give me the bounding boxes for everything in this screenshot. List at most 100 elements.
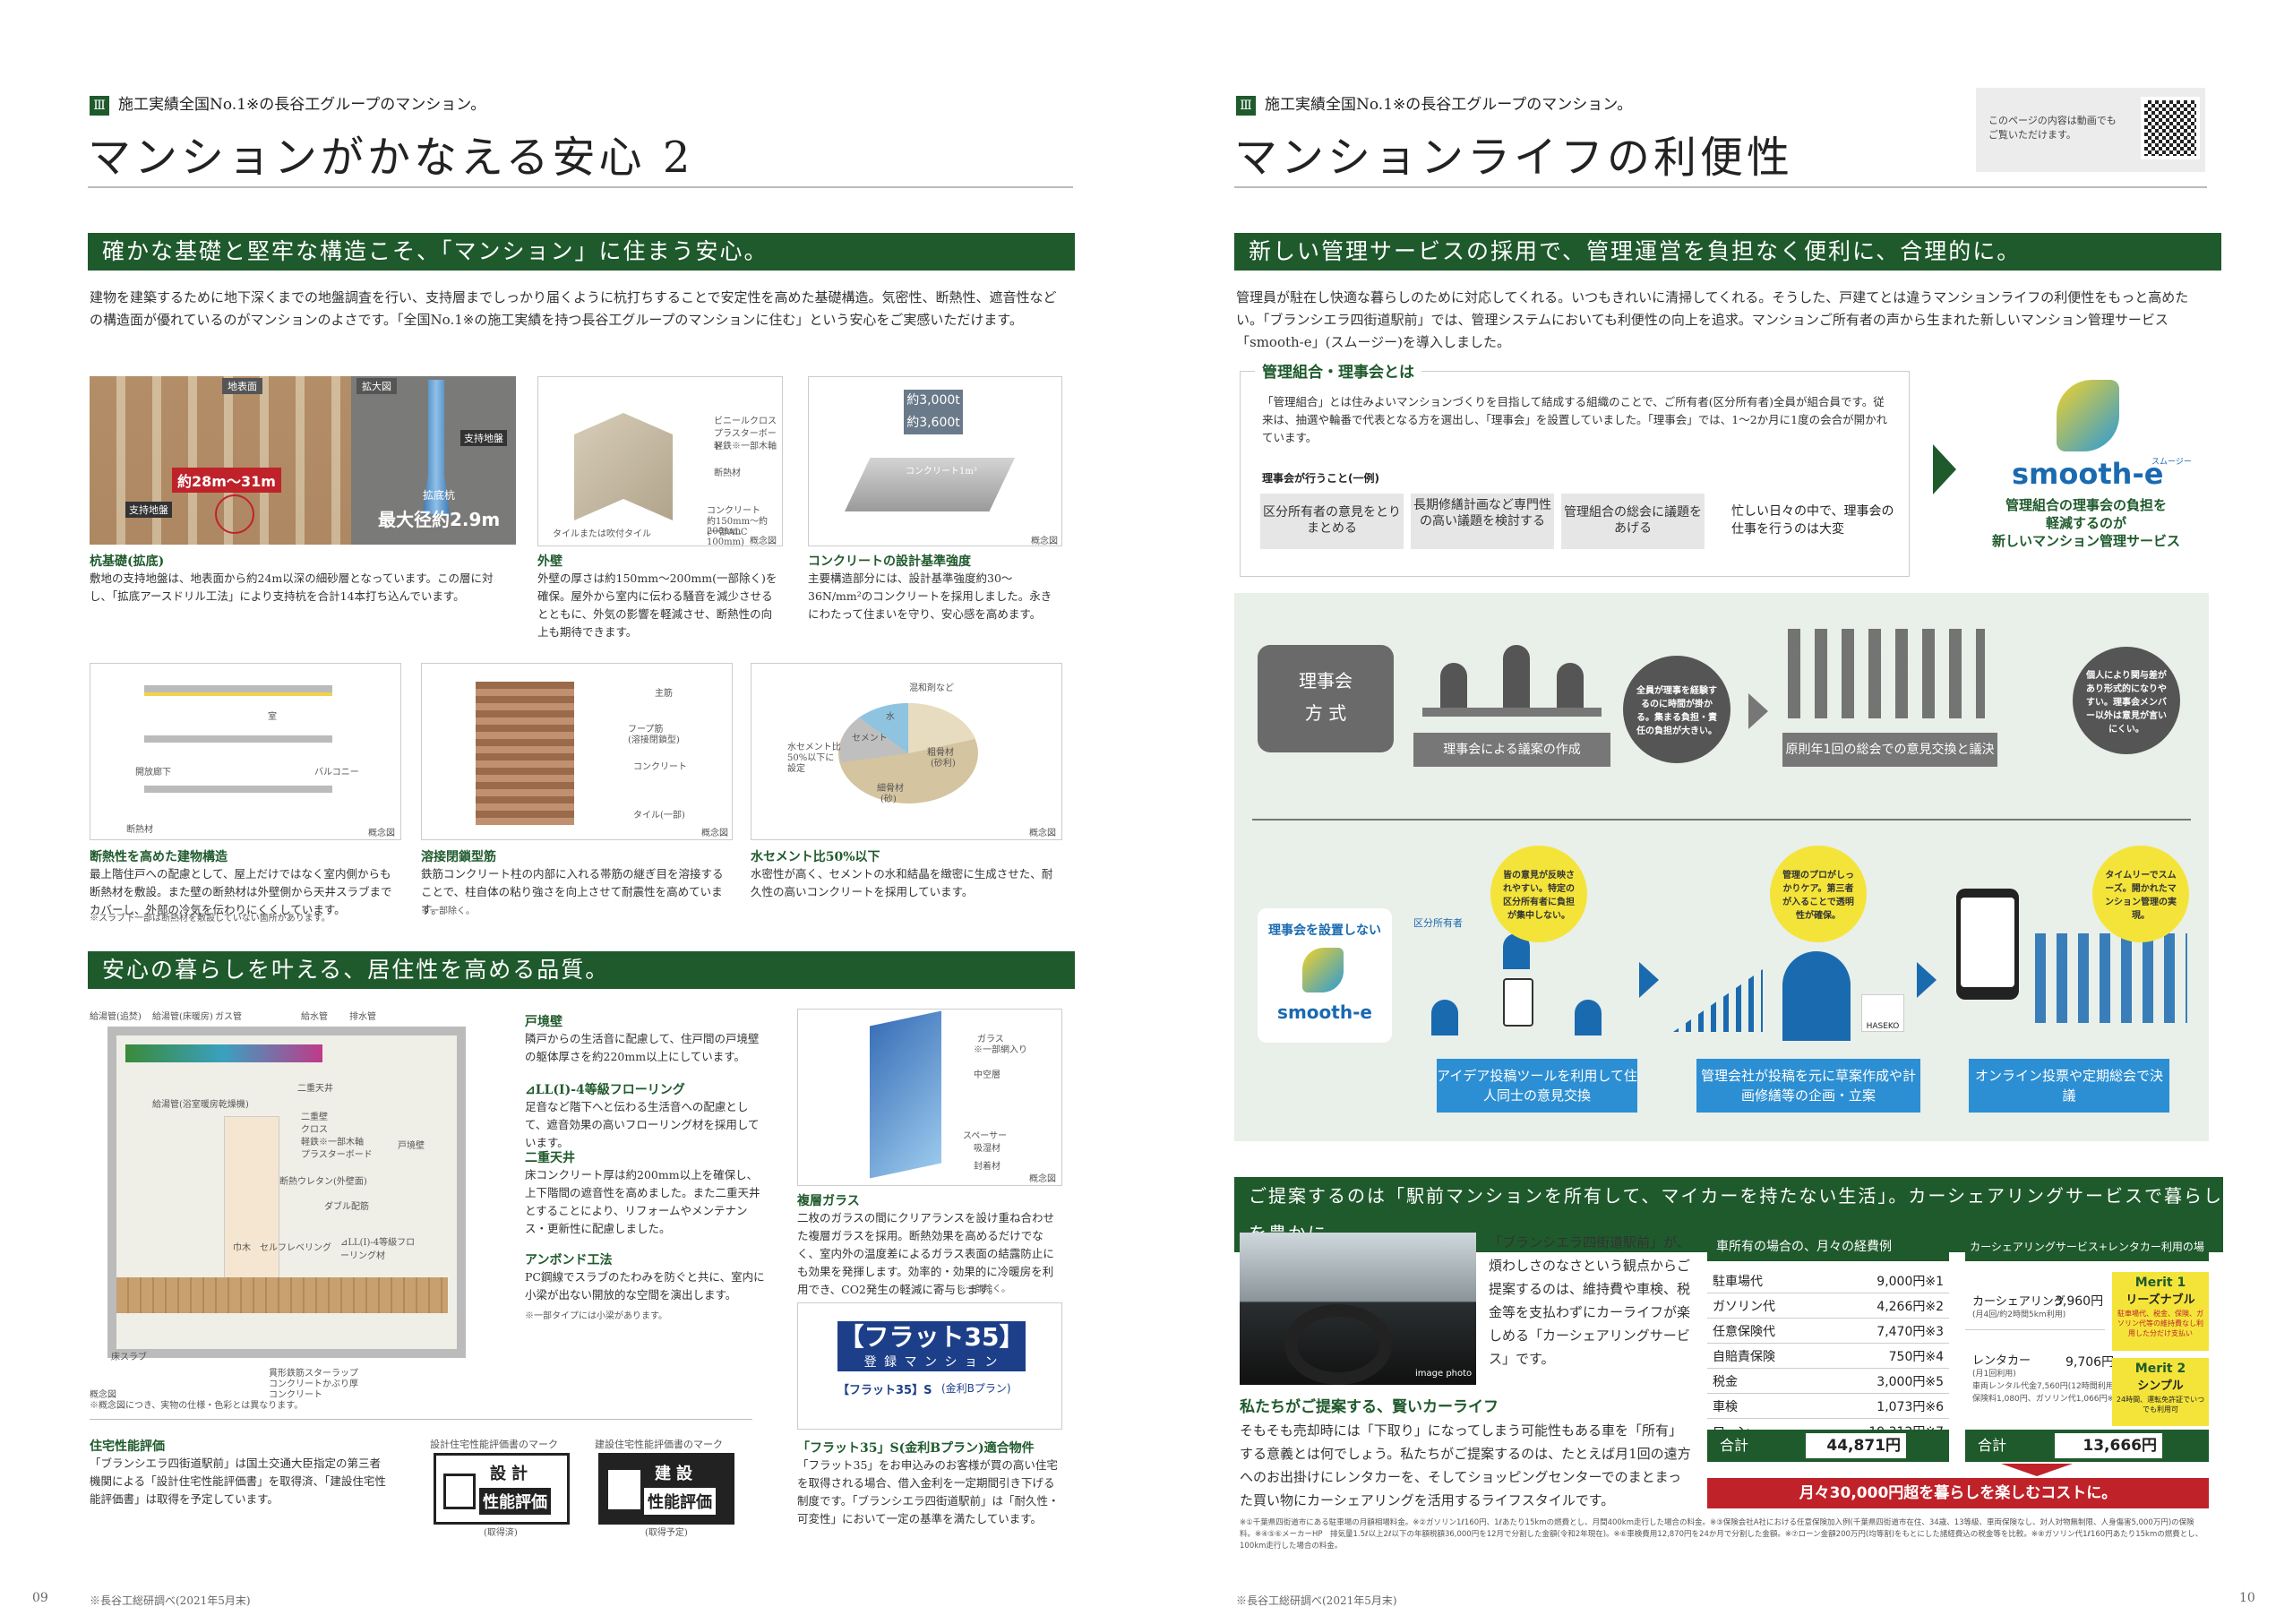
page-number-right: 10 [2239, 1591, 2255, 1605]
smooth-desc-1: 管理組合の理事会の負担を [2005, 497, 2167, 513]
growth-chart-graphic [1673, 969, 1763, 1032]
photo-caption: image photo [1415, 1369, 1473, 1379]
own-cost-item: 任意保険代 [1707, 1318, 1819, 1344]
rebar-figure: 主筋 フープ筋 (溶接閉鎖型) コンクリート タイル(一部) 概念図 [421, 663, 733, 840]
own-cost-item: 自賠責保険 [1707, 1343, 1819, 1369]
merit2-no: Merit 2 [2134, 1362, 2186, 1376]
pie-label-3: セメント [852, 734, 888, 743]
qr-text-2[interactable]: ご覧いただけます。 [1988, 129, 2076, 141]
new-bubble-1: 皆の意見が反映されやすい。特定の区分所有者に負担が集中しない。 [1490, 846, 1587, 942]
sec-top-3: ガス管 [215, 1012, 242, 1022]
section-tag-text: 施工実績全国No.1※の長谷工グループのマンション。 [118, 96, 486, 114]
wall-label-6: 約150mm〜約200mm [707, 517, 769, 537]
ground-label: 地表面 [222, 378, 262, 394]
old-bubble-1: 全員が理事を経験するのに時間が掛かる。集まる負担・責任の負担が大きい。 [1623, 656, 1730, 763]
rebar-label-4: コンクリート [633, 762, 687, 772]
pie-label-1: 混和剤など [909, 683, 954, 693]
own-total-row: 合計 44,871円 [1707, 1430, 1949, 1462]
section-bar-quality: 安心の暮らしを叶える、居住性を高める品質。 [88, 951, 1075, 989]
new-label: 理事会を設置しない [1268, 924, 1381, 938]
car-interior-photo: image photo [1240, 1233, 1476, 1385]
insulation-figure: 開放廊下 室 バルコニー 断熱材 概念図 [90, 663, 401, 840]
wall-caption: 外壁 [537, 554, 563, 569]
wall-figure: ビニールクロス プラスターボード 軽鉄※一部木軸 断熱材 コンクリート 約150… [537, 376, 783, 547]
pie-label-6: 細骨材 [877, 784, 904, 794]
diagram-divider [1252, 819, 2191, 821]
qr-text-1: このページの内容は動画でも [1988, 115, 2117, 126]
support-label-2: 支持地盤 [125, 502, 172, 518]
flat35-caption: 「フラット35」S(金利Bプラン)適合物件 [797, 1441, 1035, 1456]
merit2-title: シンプル [2137, 1379, 2184, 1393]
share-total-value: 13,666円 [2055, 1433, 2162, 1458]
glass-label-2: ※一部網入り [974, 1045, 1027, 1055]
rebar-text: 鉄筋コンクリート柱の内部に入れる帯筋の継ぎ目を溶接することで、柱自体の粘り強さを… [421, 867, 724, 916]
share-row-2-val: 9,706円 [2065, 1355, 2115, 1370]
perf-mark1-perf: 性能評価 [479, 1488, 551, 1515]
new-bubble-2: 管理のプロがしっかりケア。第三者が入ることで透明性が確保。 [1770, 846, 1867, 942]
new-method-label: 理事会を設置しない smooth-e [1258, 908, 1392, 1043]
concrete-unit: コンクリート1m³ [906, 467, 977, 477]
car-head: 私たちがご提案する、賢いカーライフ [1240, 1398, 1499, 1416]
concrete-caption: コンクリートの設計基準強度 [808, 554, 971, 569]
car-body: そもそも売却時には「下取り」になってしまう可能性もある車を「所有」する意義とは何… [1240, 1422, 1691, 1508]
sec-label-13: 床スラブ [111, 1353, 147, 1362]
car-text: 「ブランシエラ四街道駅前」が、煩わしさのなさという観点からご提案するのは、維持費… [1489, 1234, 1691, 1367]
glass-label-3: 中空層 [974, 1070, 1001, 1080]
smooth-e-logo: smooth-e [2012, 457, 2164, 491]
own-cost-value: 3,000円※5 [1818, 1368, 1949, 1394]
sec-label-12: ⊿LL(I)-4等級フローリング材 [340, 1238, 416, 1261]
share-total-label: 合計 [1978, 1437, 2007, 1454]
wall-label-8: タイルまたは吹付タイル [553, 529, 651, 539]
spec-sub-4: ※一部タイプには小梁があります。 [525, 1311, 667, 1321]
depth-label: 約28m〜31m [172, 468, 281, 493]
kanri-text: 「管理組合」とは住みよいマンションづくりを目指して結成する組織のことで、ご所有者… [1262, 395, 1888, 444]
concrete-block-graphic [845, 458, 1015, 511]
pie-label-8: 水セメント比 [787, 743, 841, 752]
kanri-title: 管理組合・理事会とは [1255, 359, 1421, 382]
smooth-desc-2: 軽減するのが [2045, 515, 2126, 531]
own-cost-item: ガソリン代 [1707, 1293, 1819, 1319]
sec-label-14: 貫形鉄筋スターラップ [269, 1369, 358, 1379]
zoom-circle [215, 494, 254, 534]
sec-label-15: コンクリートかぶり厚 [269, 1379, 358, 1389]
own-cost-item: 税金 [1707, 1368, 1819, 1394]
flat35-title: 【フラット35】 [838, 1322, 1025, 1352]
smooth-e-kana: スムージー [2151, 458, 2192, 467]
footnote-left: ※長谷工総研調べ(2021年5月末) [90, 1594, 251, 1607]
concrete-note: 概念図 [1031, 537, 1058, 546]
glass-sub: ※一部除く。 [957, 1285, 1010, 1294]
sec-label-4: クロス [301, 1125, 328, 1135]
merit2-text: 24時間、運転免許証でいつでも利用可 [2116, 1396, 2205, 1413]
arrow-right-icon [1639, 962, 1659, 998]
perf-rule [90, 1419, 752, 1420]
new-step-3: オンライン投票や定期総会で決議 [1969, 1059, 2169, 1113]
spec-text-3: 床コンクリート厚は約200mm以上を確保し、上下階間の遮音性を高めました。また二… [525, 1168, 760, 1235]
arrow-right-icon [1748, 693, 1768, 729]
sec-top-2: 給湯管(床暖房) [152, 1012, 213, 1022]
rebar-label-2: フープ筋 [628, 725, 664, 735]
perf-mark-design: 設計 性能評価 [434, 1453, 570, 1525]
rebar-column-graphic [476, 682, 574, 825]
sec-label-8: 断熱ウレタン(外壁面) [279, 1177, 367, 1187]
insul-note: 概念図 [368, 829, 395, 838]
pie-text: 水密性が高く、セメントの水和結晶を緻密に生成させた、耐久性の高いコンクリートを採… [751, 867, 1053, 898]
sec-label-10: 巾木 [233, 1243, 251, 1253]
diameter-label: 最大径約2.9m [378, 509, 501, 530]
own-total-value: 44,871円 [1806, 1433, 1906, 1458]
comparison-diagram: 理事会 方 式 理事会による議案の作成 全員が理事を経験するのに時間が掛かる。集… [1234, 593, 2209, 1141]
qr-code-icon[interactable] [2141, 97, 2200, 159]
intro-text: 建物を建築するために地下深くまでの地盤調査を行い、支持層までしっかり届くように杭… [90, 289, 1057, 328]
share-row-2-sub2: 車両レンタル代金7,560円(12時間利用) [1972, 1382, 2117, 1391]
own-cost-value: 1,073円※6 [1818, 1393, 1949, 1419]
flat35-logo: 【フラット35】 登 録 マ ン シ ョ ン 【フラット35】S (金利Bプラン… [797, 1302, 1062, 1430]
rebar-label-1: 主筋 [655, 689, 673, 699]
glass-label-5: 吸湿材 [974, 1144, 1001, 1154]
pile-text: 敷地の支持地盤は、地表面から約24m以深の細砂層となっています。この層に対し、「… [90, 571, 494, 603]
insul-text: 最上階住戸への配慮として、屋上だけではなく室内側からも断熱材を敷設。また壁の断熱… [90, 867, 392, 916]
flat35s-label: 【フラット35】S [837, 1384, 932, 1397]
new-logo: smooth-e [1277, 1001, 1372, 1023]
glass-figure: ガラス ※一部網入り 中空層 スペーサー 吸湿材 封着材 概念図 [797, 1009, 1062, 1186]
own-cost-value: 7,470円※3 [1818, 1318, 1949, 1344]
